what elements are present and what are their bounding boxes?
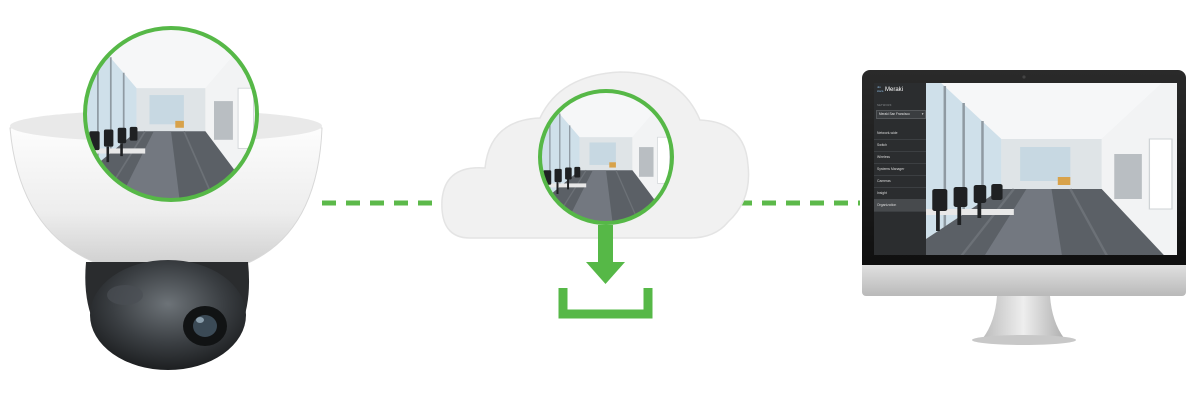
nav-item-switch[interactable]: Switch: [874, 139, 926, 152]
download-icon: [558, 225, 653, 319]
nav-item-label: Insight: [877, 191, 887, 195]
network-selector[interactable]: Meraki San Francisco ▾: [876, 110, 926, 119]
nav-item-label: Switch: [877, 143, 887, 147]
nav-item-label: Cameras: [877, 179, 891, 183]
camera-feed-thumbnail: [83, 26, 259, 202]
nav-item-systems-manager[interactable]: Systems Manager: [874, 163, 926, 176]
nav-item-label: Wireless: [877, 155, 890, 159]
cloud-feed-thumbnail: [538, 89, 674, 225]
brand-name: Meraki: [885, 87, 904, 93]
cisco-logo-text: cisco: [877, 89, 884, 93]
network-selector-value: Meraki San Francisco: [879, 112, 910, 117]
nav-item-label: Systems Manager: [877, 167, 905, 171]
nav-item-label: Network-wide: [877, 131, 898, 135]
nav-item-cameras[interactable]: Cameras: [874, 175, 926, 188]
nav-item-network-wide[interactable]: Network-wide: [874, 127, 926, 140]
nav-item-label: Organization: [877, 203, 897, 207]
camera-video-feed[interactable]: [926, 83, 1177, 255]
cisco-bars-icon: ıılıı: [877, 86, 881, 89]
nav-item-organization[interactable]: Organization: [874, 199, 926, 212]
network-label: NETWORK: [877, 104, 892, 107]
brand: ıılıı cisco Meraki: [877, 86, 925, 96]
nav-item-wireless[interactable]: Wireless: [874, 151, 926, 164]
cisco-logo: ıılıı cisco: [877, 86, 884, 93]
chevron-down-icon: ▾: [921, 111, 924, 116]
dashboard-sidebar: ıılıı cisco Meraki NETWORK Meraki San Fr…: [874, 83, 926, 255]
monitor-screen: ıılıı cisco Meraki NETWORK Meraki San Fr…: [874, 83, 1177, 255]
